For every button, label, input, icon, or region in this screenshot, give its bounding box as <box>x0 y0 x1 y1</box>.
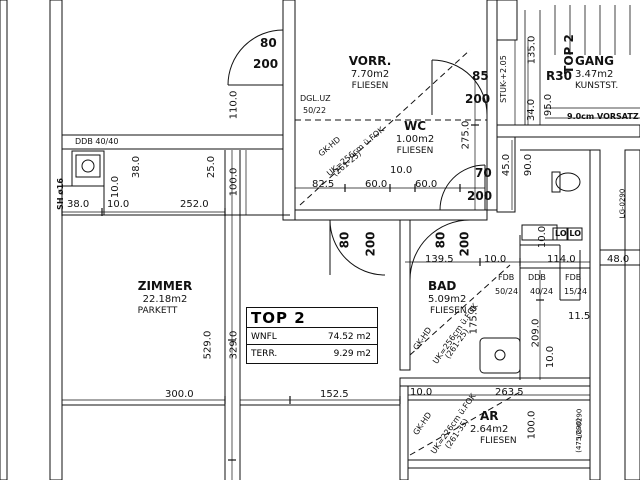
dim-label: 45.0 <box>501 153 513 177</box>
dim-label: 60.0 <box>365 179 388 190</box>
fdb2-size: 15/24 <box>564 287 588 296</box>
ceiling-label: DGL.UZ <box>300 94 331 103</box>
shaft-label: SH ø16 <box>55 178 65 210</box>
summary-value: 9.29 m2 <box>333 349 371 359</box>
ddb2-size: 40/24 <box>530 287 554 296</box>
fdb2-label: FDB <box>565 273 582 282</box>
dim-label: 10.0 <box>107 199 130 210</box>
side-size-label: (475/290) <box>574 418 583 453</box>
summary-row-wnfl: WNFL 74.52 m2 <box>247 327 377 345</box>
dim-label: 329.0 <box>228 330 240 360</box>
dim-label: 10.0 <box>545 345 557 369</box>
door-width-3: 70 <box>475 166 492 180</box>
stuk-label: STUK-+2.05 <box>498 55 508 103</box>
unit-title: TOP 2 <box>251 309 306 327</box>
dim-label: 82.5 <box>312 179 335 190</box>
dim-label: 10.0 <box>110 175 122 199</box>
room-floor-ar: FLIESEN <box>480 436 517 446</box>
dim-label: 34.0 <box>526 98 538 122</box>
dim-label: 10.0 <box>390 165 413 176</box>
dim-label: 90.0 <box>523 153 535 177</box>
ceiling-size: 50/22 <box>303 106 327 115</box>
dim-label: 25.0 <box>206 155 218 179</box>
dim-label: 10.0 <box>410 387 433 398</box>
ldlo-label: LO LO <box>555 229 582 238</box>
side-right-label: LG-0290 <box>618 188 627 219</box>
dim-label: 110.0 <box>228 90 240 120</box>
dim-label: 275.0 <box>460 120 472 150</box>
dim-label: 529.0 <box>202 330 214 360</box>
room-name-zimmer: ZIMMER <box>137 279 193 293</box>
room-area-gang: 3.47m2 <box>575 69 614 80</box>
door-width-5: 80 <box>433 231 448 249</box>
dim-label: 300.0 <box>165 389 194 400</box>
dim-label: 139.5 <box>425 254 454 265</box>
room-area-vorr: 7.70m2 <box>350 69 390 80</box>
unit-summary-box: TOP 2 WNFL 74.52 m2 TERR. 9.29 m2 <box>246 307 378 364</box>
dim-label: 10.0 <box>537 225 549 249</box>
summary-label: WNFL <box>251 332 277 342</box>
door-height-1: 200 <box>253 57 279 71</box>
room-name-ar: AR <box>480 409 499 423</box>
dim-label: 38.0 <box>131 155 143 179</box>
door-width-1: 80 <box>260 36 277 50</box>
dim-label: 38.0 <box>67 199 90 210</box>
room-floor-bad: FLIESEN <box>430 306 467 316</box>
dim-label: 135.0 <box>526 35 538 65</box>
room-name-gang: GANG <box>575 54 615 68</box>
room-area-ar: 2.64m2 <box>470 424 509 435</box>
dim-label: 11.5 <box>568 311 591 322</box>
dim-label: 263.5 <box>495 387 524 398</box>
room-floor-vorr: FLIESEN <box>351 81 389 91</box>
door-height-3: 200 <box>467 189 493 203</box>
room-name-bad: BAD <box>428 279 457 293</box>
door-width-4: 80 <box>337 231 352 249</box>
room-floor-zimmer: PARKETT <box>137 306 178 316</box>
dim-label: 152.5 <box>320 389 349 400</box>
dim-label: 209.0 <box>530 318 542 348</box>
dim-label: 252.0 <box>180 199 209 210</box>
door-height-4: 200 <box>363 231 378 257</box>
fdb-size: 50/24 <box>495 287 519 296</box>
summary-row-terr: TERR. 9.29 m2 <box>247 344 377 362</box>
room-code-r30: R30 <box>546 69 572 83</box>
dim-label: 100.0 <box>526 410 538 440</box>
fdb-label: FDB <box>498 273 515 282</box>
room-name-wc: WC <box>403 119 427 133</box>
room-name-vorr: VORR. <box>348 54 392 68</box>
room-area-zimmer: 22.18m2 <box>142 294 188 305</box>
vorsatz-label: 9.0cm VORSATZ <box>567 112 639 121</box>
duct-label: DDB 40/40 <box>75 137 119 146</box>
dim-label: 48.0 <box>607 254 630 265</box>
dim-label: 60.0 <box>415 179 438 190</box>
dim-label: 114.0 <box>547 254 576 265</box>
door-height-5: 200 <box>457 231 472 257</box>
dim-label: 175.0 <box>468 305 480 335</box>
room-area-bad: 5.09m2 <box>428 294 467 305</box>
summary-value: 74.52 m2 <box>327 332 371 342</box>
room-floor-gang: KUNSTST. <box>575 81 619 91</box>
dim-label: 100.0 <box>228 167 240 197</box>
dim-label: 10.0 <box>484 254 507 265</box>
ddb2-label: DDB <box>528 273 546 282</box>
summary-label: TERR. <box>251 349 278 359</box>
door-width-2: 85 <box>472 69 489 83</box>
dim-label: 95.0 <box>543 93 555 117</box>
room-floor-wc: FLIESEN <box>396 146 434 156</box>
stair-top-label: TOP 2 <box>561 34 576 74</box>
door-height-2: 200 <box>465 92 491 106</box>
room-area-wc: 1.00m2 <box>395 134 435 145</box>
